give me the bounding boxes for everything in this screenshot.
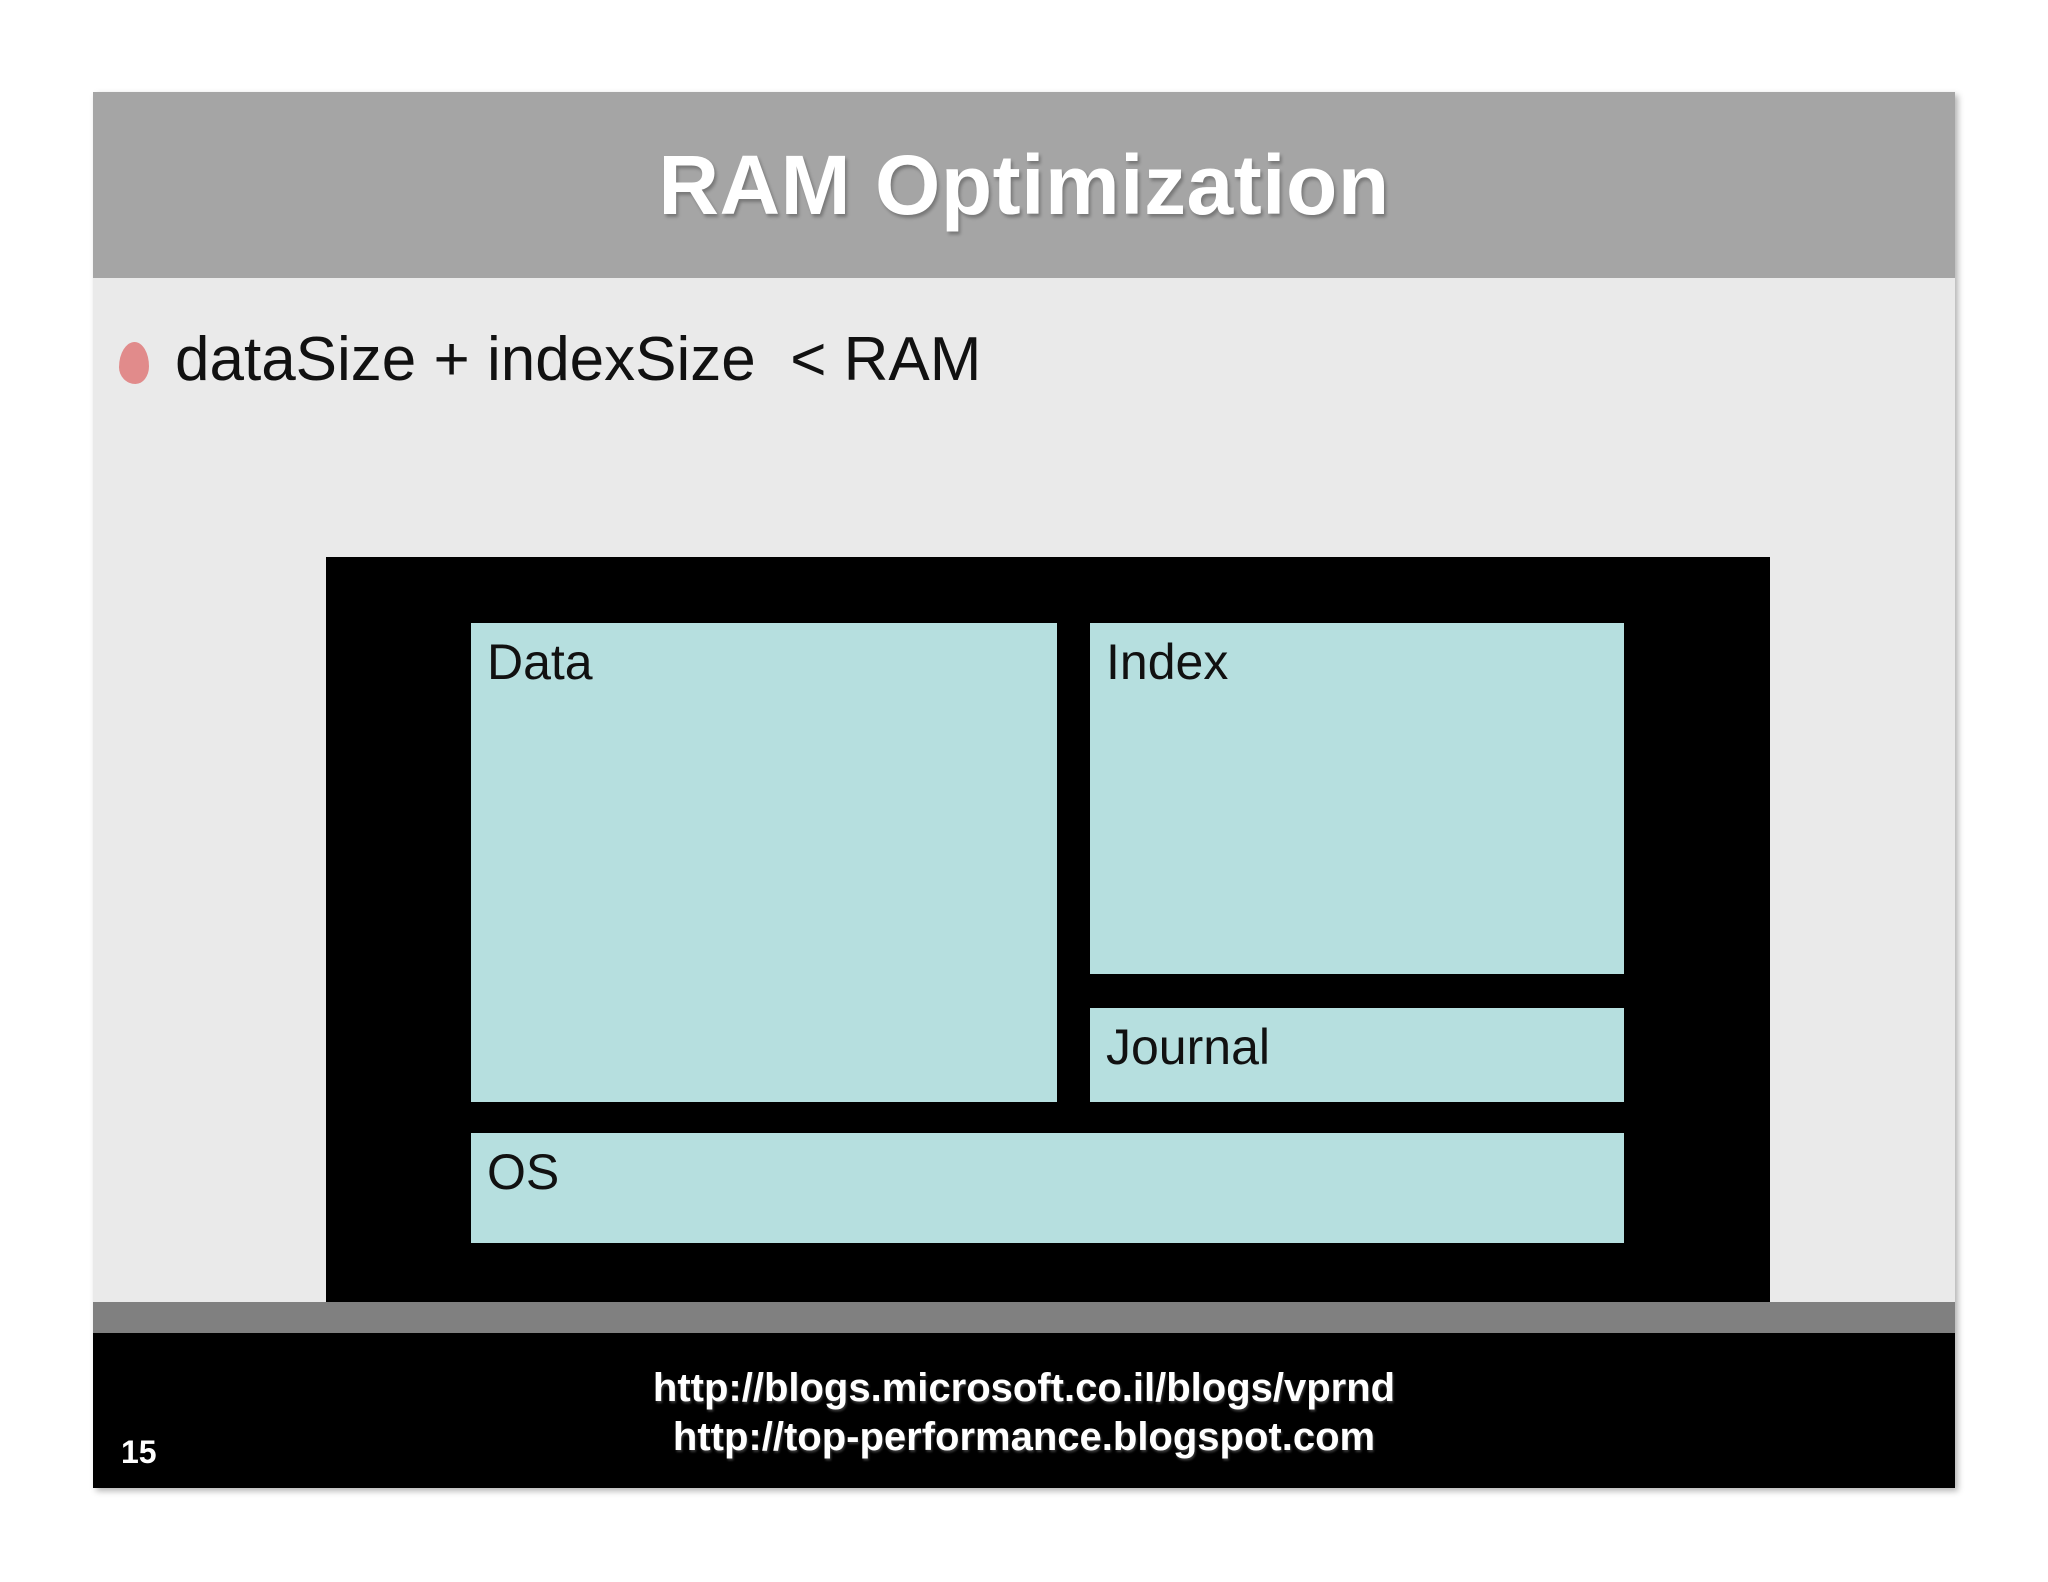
footer-divider-strip	[93, 1302, 1955, 1333]
memory-block-os: OS	[471, 1133, 1624, 1243]
footer-link-blogs-microsoft[interactable]: http://blogs.microsoft.co.il/blogs/vprnd	[652, 1366, 1396, 1410]
title-band: RAM Optimization	[93, 92, 1955, 278]
footer-link-top-performance[interactable]: http://top-performance.blogspot.com	[672, 1414, 1376, 1459]
footer-links: http://blogs.microsoft.co.il/blogs/vprnd…	[93, 1364, 1955, 1462]
ram-memory-layout-diagram: Data Index Journal OS	[326, 557, 1770, 1302]
slide: RAM Optimization dataSize + indexSize < …	[93, 92, 1955, 1488]
memory-block-data: Data	[471, 623, 1057, 1102]
page-title: RAM Optimization	[658, 138, 1390, 232]
bullet-item-label: dataSize + indexSize < RAM	[175, 325, 982, 394]
diamond-bullet-icon	[119, 342, 149, 384]
slide-body: dataSize + indexSize < RAM Data Index Jo…	[93, 278, 1955, 1302]
memory-block-index: Index	[1090, 623, 1624, 974]
page-number: 15	[121, 1434, 157, 1470]
slide-footer: http://blogs.microsoft.co.il/blogs/vprnd…	[93, 1333, 1955, 1488]
bullet-item: dataSize + indexSize < RAM	[119, 320, 981, 400]
memory-block-journal: Journal	[1090, 1008, 1624, 1102]
